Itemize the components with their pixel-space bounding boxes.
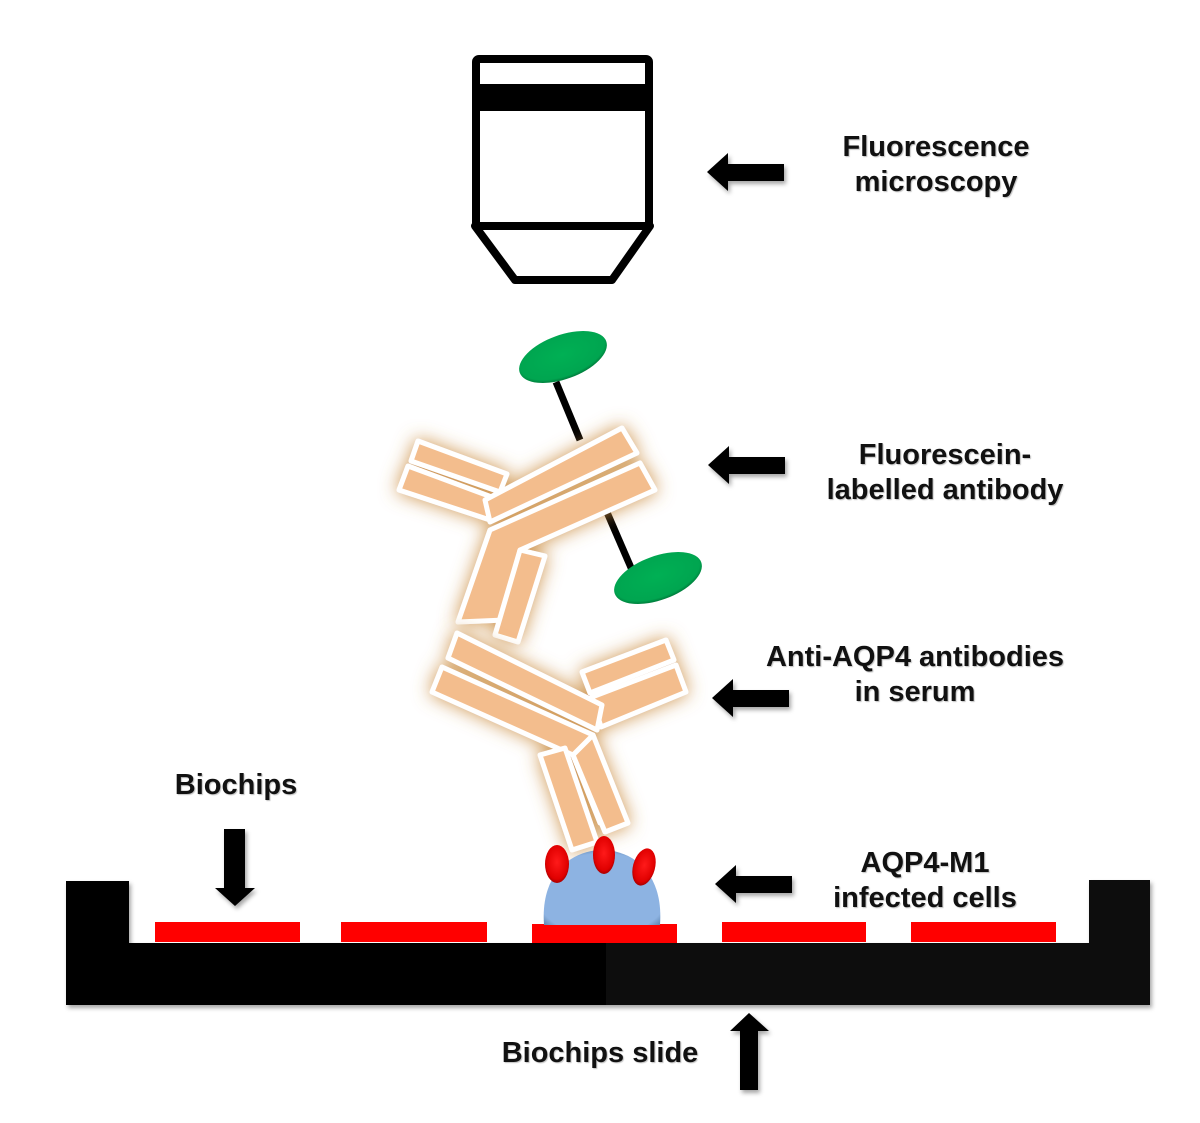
arrow-left-icon-primary-antibody xyxy=(712,679,789,717)
label-biochips-line1: Biochips xyxy=(174,769,298,801)
arrow-up-icon-slide xyxy=(730,1013,769,1090)
arrow-down-icon-biochips xyxy=(215,829,255,906)
infected-cell xyxy=(543,850,661,925)
label-microscope-line1: Fluorescence xyxy=(842,131,1030,163)
slide-right-half xyxy=(606,880,1150,1005)
label-microscope-line2: microscopy xyxy=(854,166,1018,198)
biochip-2 xyxy=(341,922,487,942)
secondary-antibody-stem-b xyxy=(492,547,548,645)
label-cells-line1: AQP4-M1 xyxy=(860,847,990,879)
aqp4-antigen-2 xyxy=(593,836,615,874)
label-biochips: Biochips xyxy=(146,768,326,803)
biochip-5 xyxy=(911,922,1056,942)
primary-antibody-heavy-chain-a xyxy=(445,630,605,733)
label-slide-line1: Biochips slide xyxy=(501,1037,699,1069)
microscope-objective-icon xyxy=(471,55,654,284)
biochips xyxy=(155,922,1056,943)
primary-antibody-arm-right-a xyxy=(579,637,677,696)
label-secondary-antibody-line1: Fluorescein- xyxy=(858,439,1032,471)
label-secondary-antibody: Fluorescein- labelled antibody xyxy=(800,438,1090,508)
primary-antibody-stem-b xyxy=(570,732,631,835)
biochip-slide xyxy=(66,880,1150,1005)
arrow-left-icon-cells xyxy=(715,865,792,903)
fluorophore-bottom xyxy=(614,552,702,604)
aqp4-antigen-1 xyxy=(545,845,569,883)
label-microscope: Fluorescence microscopy xyxy=(808,130,1064,200)
arrow-left-icon-secondary-antibody xyxy=(708,446,785,484)
primary-antibody xyxy=(429,630,689,853)
label-cells-line2: infected cells xyxy=(833,882,1017,914)
label-primary-antibody-line2: in serum xyxy=(854,676,976,708)
label-primary-antibody-line1: Anti-AQP4 antibodies xyxy=(765,641,1065,673)
biochip-3 xyxy=(532,924,677,943)
secondary-antibody-heavy-chain-a xyxy=(482,425,640,525)
microscope-lens xyxy=(471,222,654,284)
label-slide: Biochips slide xyxy=(470,1036,730,1071)
fluorophore-linkers xyxy=(552,380,636,572)
arrow-left-icon-microscope xyxy=(707,153,784,191)
slide-left-half xyxy=(66,881,606,1005)
linker-top xyxy=(552,380,584,442)
label-primary-antibody: Anti-AQP4 antibodies in serum xyxy=(730,640,1100,710)
label-cells: AQP4-M1 infected cells xyxy=(800,846,1050,916)
secondary-antibody xyxy=(396,425,658,645)
aqp4-antigen-3 xyxy=(632,848,656,886)
linker-bottom xyxy=(602,508,636,572)
biochip-1 xyxy=(155,922,300,942)
label-secondary-antibody-line2: labelled antibody xyxy=(826,474,1064,506)
microscope-band xyxy=(472,84,653,111)
biochip-4 xyxy=(722,922,866,942)
fluorophore-top xyxy=(519,331,607,383)
